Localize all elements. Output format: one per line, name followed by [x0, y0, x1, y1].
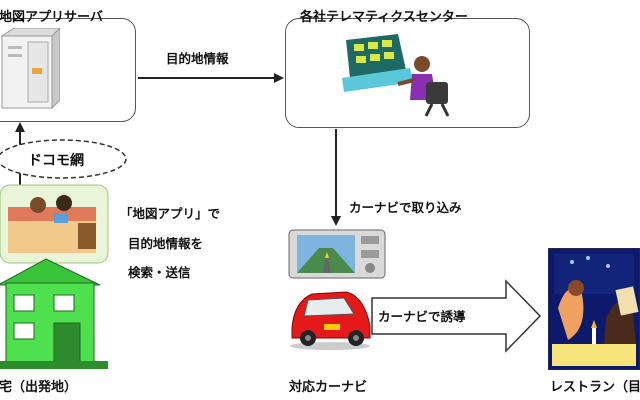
car-navi-label: 対応カーナビ — [289, 380, 368, 395]
operator-illustration — [342, 34, 450, 117]
home-note-line-3: 検索・送信 — [128, 265, 191, 280]
app-server-label: 地図アプリサーバ — [0, 10, 103, 25]
red-car-illustration — [290, 291, 371, 350]
restaurant-label: レストラン（目 — [550, 380, 640, 395]
docomo-network-ellipse — [0, 139, 127, 179]
edge-label-destination-info: 目的地情報 — [166, 51, 229, 66]
restaurant-illustration — [548, 248, 640, 370]
edge-label-navi-guide: カーナビで誘導 — [378, 309, 466, 324]
home-label: 宅（出発地） — [0, 380, 78, 395]
telematics-center-label: 各社テレマティクスセンター — [300, 10, 468, 25]
edge-label-navi-import: カーナビで取り込み — [349, 200, 462, 215]
arrow-navi-to-restaurant — [371, 279, 542, 353]
docomo-network-label: ドコモ網 — [28, 153, 84, 169]
home-illustration — [0, 184, 109, 369]
home-note-line-2: 目的地情報を — [128, 236, 204, 251]
navi-device-illustration — [288, 229, 386, 279]
home-note-line-1: 「地図アプリ」で — [120, 206, 221, 221]
server-illustration — [0, 28, 60, 110]
